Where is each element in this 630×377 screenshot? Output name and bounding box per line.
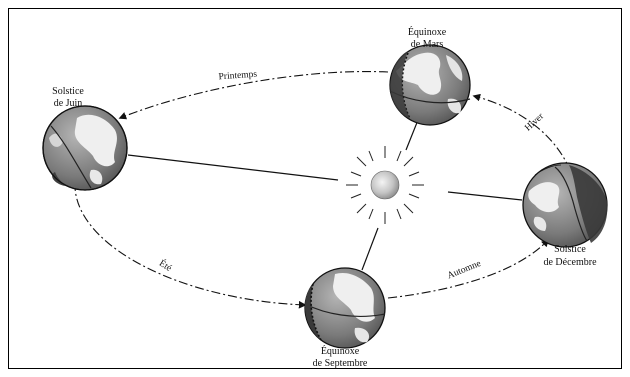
label-juin-line1: Solstice: [52, 86, 84, 97]
label-septembre-line2: de Septembre: [313, 358, 368, 369]
sun-icon: [346, 146, 424, 224]
orbit-arc-ete: [74, 181, 307, 309]
ray-line-decembre: [447, 191, 523, 201]
earth-globe-icon-septembre: [304, 267, 386, 349]
label-septembre-line1: Équinoxe: [321, 345, 360, 357]
label-decembre-line2: de Décembre: [543, 257, 597, 268]
season-label-ete: Été: [157, 257, 174, 274]
label-mars-line2: de Mars: [411, 39, 444, 50]
season-label-automne: Automne: [446, 259, 483, 282]
label-mars-line1: Équinoxe: [408, 26, 447, 38]
earth-globe-icon-juin: [42, 105, 128, 191]
label-juin-line2: de Juin: [54, 98, 83, 109]
label-juin: Solstice de Juin: [52, 86, 84, 109]
orbit-arc-hiver: [472, 93, 571, 171]
label-decembre-line1: Solstice: [554, 244, 586, 255]
label-septembre: Équinoxe de Septembre: [313, 345, 368, 369]
ray-line-juin: [127, 154, 339, 181]
label-decembre: Solstice de Décembre: [543, 244, 597, 268]
figure-frame: [8, 8, 622, 369]
season-label-hiver: Hiver: [523, 111, 546, 133]
label-mars: Équinoxe de Mars: [408, 26, 447, 50]
orbit-arc-automne: [387, 238, 550, 299]
earth-globe-icon-decembre: [522, 162, 608, 248]
orbit-arc-printemps: [118, 71, 389, 120]
ray-line-septembre: [361, 227, 379, 271]
ray-line-mars: [405, 119, 419, 151]
earth-globe-icon-mars: [389, 44, 471, 126]
season-label-printemps: Printemps: [218, 70, 257, 83]
